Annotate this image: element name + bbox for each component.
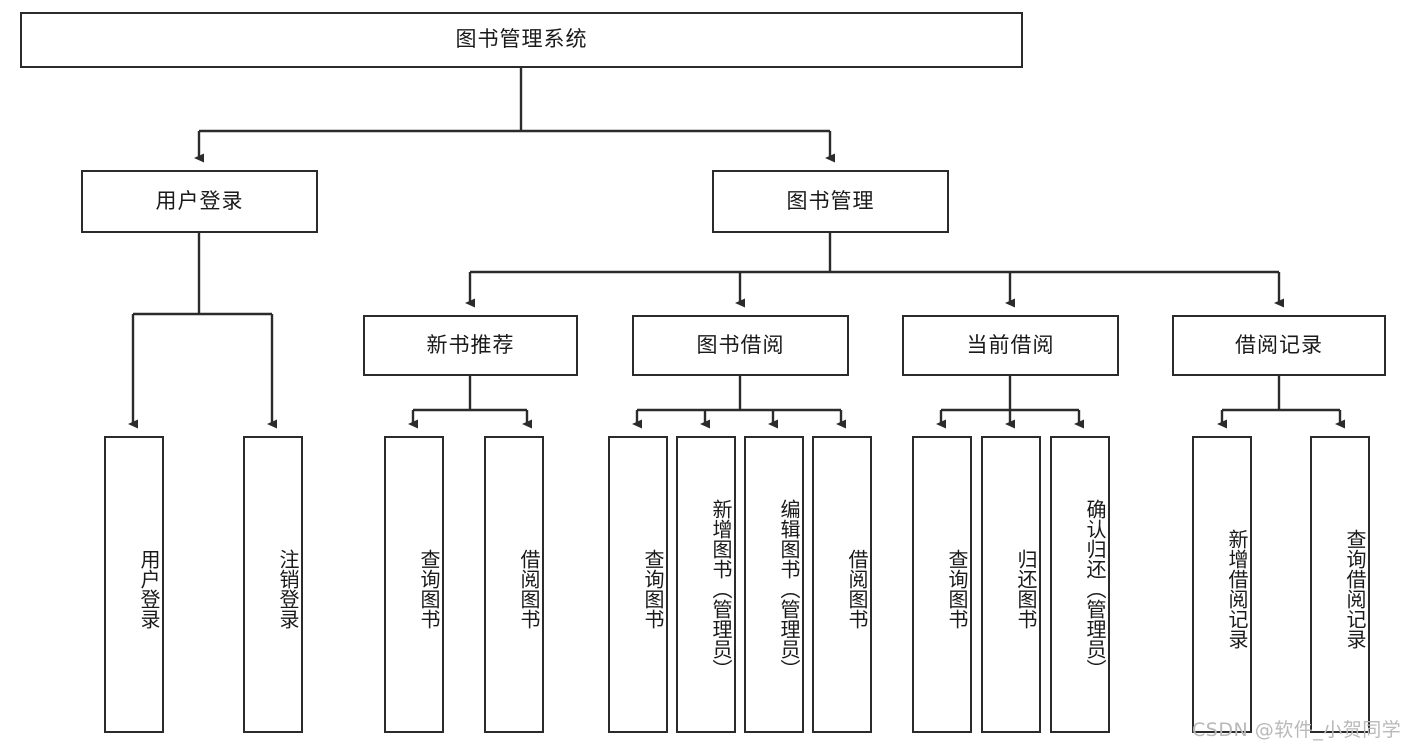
node-book-management-label: 图书管理 xyxy=(786,188,875,213)
leaf-edit-book-admin[interactable]: 编辑图书（管理员） xyxy=(744,436,804,733)
leaf-logout[interactable]: 注销登录 xyxy=(243,436,303,733)
leaf-confirm-return-admin[interactable]: 确认归还（管理员） xyxy=(1050,436,1110,733)
node-new-book-recommend[interactable]: 新书推荐 xyxy=(363,315,578,376)
node-current-borrow[interactable]: 当前借阅 xyxy=(902,315,1119,376)
node-borrow-record[interactable]: 借阅记录 xyxy=(1172,315,1386,376)
leaf-search-book-1[interactable]: 查询图书 xyxy=(384,436,444,733)
leaf-search-borrow-record-label: 查询借阅记录 xyxy=(1343,528,1367,649)
leaf-edit-book-admin-label: 编辑图书（管理员） xyxy=(777,498,801,679)
leaf-search-book-1-label: 查询图书 xyxy=(417,548,441,629)
node-book-borrow[interactable]: 图书借阅 xyxy=(632,315,849,376)
node-new-book-recommend-label: 新书推荐 xyxy=(426,332,515,357)
leaf-return-book[interactable]: 归还图书 xyxy=(981,436,1041,733)
node-borrow-record-label: 借阅记录 xyxy=(1235,332,1323,357)
leaf-add-book-admin[interactable]: 新增图书（管理员） xyxy=(676,436,736,733)
node-root-label: 图书管理系统 xyxy=(455,27,588,52)
leaf-borrow-book-1-label: 借阅图书 xyxy=(517,548,541,629)
node-book-management[interactable]: 图书管理 xyxy=(712,170,949,233)
leaf-user-login-label: 用户登录 xyxy=(137,548,161,629)
leaf-add-borrow-record[interactable]: 新增借阅记录 xyxy=(1192,436,1252,733)
leaf-borrow-book-2[interactable]: 借阅图书 xyxy=(812,436,872,733)
leaf-search-book-2-label: 查询图书 xyxy=(641,548,665,629)
leaf-search-book-2[interactable]: 查询图书 xyxy=(608,436,668,733)
watermark: CSDN @软件_小贺同学 xyxy=(1192,719,1402,741)
node-book-borrow-label: 图书借阅 xyxy=(696,332,785,357)
leaf-user-login[interactable]: 用户登录 xyxy=(104,436,164,733)
leaf-add-borrow-record-label: 新增借阅记录 xyxy=(1225,528,1249,649)
leaf-logout-label: 注销登录 xyxy=(276,548,300,629)
leaf-search-book-3-label: 查询图书 xyxy=(945,548,969,629)
leaf-borrow-book-1[interactable]: 借阅图书 xyxy=(484,436,544,733)
leaf-return-book-label: 归还图书 xyxy=(1014,548,1038,629)
node-current-borrow-label: 当前借阅 xyxy=(966,332,1055,357)
node-user-login-label: 用户登录 xyxy=(155,188,244,213)
leaf-borrow-book-2-label: 借阅图书 xyxy=(845,548,869,629)
leaf-search-book-3[interactable]: 查询图书 xyxy=(912,436,972,733)
leaf-confirm-return-admin-label: 确认归还（管理员） xyxy=(1083,498,1107,679)
leaf-add-book-admin-label: 新增图书（管理员） xyxy=(709,498,733,679)
node-user-login[interactable]: 用户登录 xyxy=(81,170,318,233)
leaf-search-borrow-record[interactable]: 查询借阅记录 xyxy=(1310,436,1370,733)
node-root[interactable]: 图书管理系统 xyxy=(20,12,1023,68)
